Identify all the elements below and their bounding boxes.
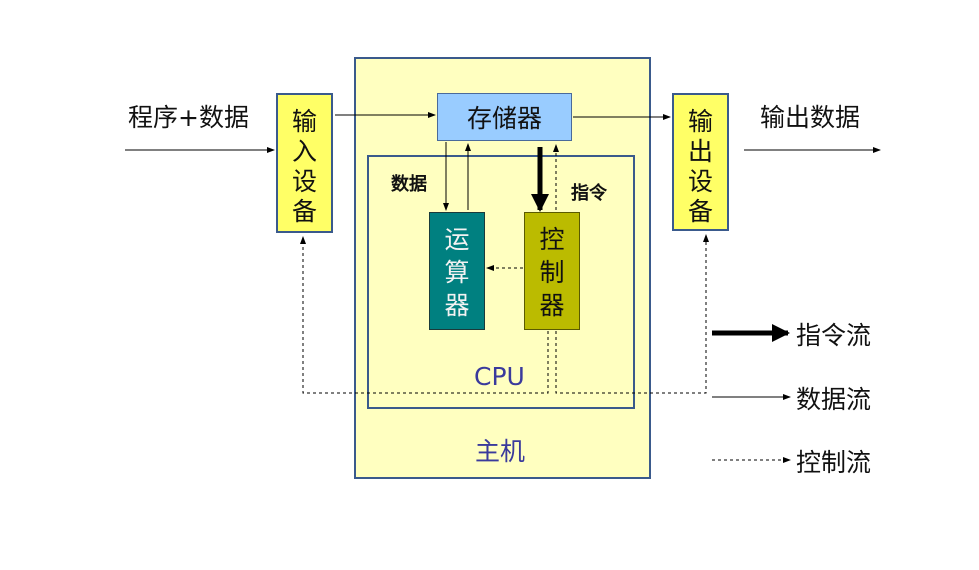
input-device-char: 输 <box>291 107 317 136</box>
input-device-char: 备 <box>291 197 317 226</box>
controller-char: 制 <box>539 258 565 287</box>
output-device-box: 输 出 设 备 <box>672 93 729 231</box>
input-device-char: 设 <box>291 167 317 196</box>
host-label: 主机 <box>475 437 526 466</box>
alu-char: 算 <box>444 258 470 287</box>
output-label: 输出数据 <box>760 103 861 132</box>
legend-instruction-flow: 指令流 <box>796 321 872 350</box>
output-device-char: 备 <box>687 197 713 226</box>
output-device-char: 设 <box>687 167 713 196</box>
controller-char: 器 <box>539 291 565 320</box>
alu-box: 运 算 器 <box>429 212 485 330</box>
input-label: 程序+数据 <box>128 103 249 132</box>
memory-box: 存储器 <box>437 93 572 141</box>
controller-char: 控 <box>539 225 565 254</box>
legend-control-flow: 控制流 <box>796 448 872 477</box>
cpu-box <box>367 155 635 409</box>
legend-data-flow: 数据流 <box>796 385 872 414</box>
output-device-char: 出 <box>687 137 713 166</box>
input-device-box: 输 入 设 备 <box>276 93 333 233</box>
instruction-label: 指令 <box>571 183 607 204</box>
input-device-char: 入 <box>291 137 317 166</box>
controller-box: 控 制 器 <box>524 212 580 330</box>
memory-label: 存储器 <box>466 104 542 133</box>
alu-char: 器 <box>444 291 470 320</box>
controller-to-input-control <box>300 236 549 394</box>
data-label: 数据 <box>391 174 427 195</box>
cpu-label: CPU <box>474 362 525 391</box>
output-device-char: 输 <box>687 107 713 136</box>
controller-to-output-control <box>555 234 709 394</box>
alu-char: 运 <box>444 225 470 254</box>
